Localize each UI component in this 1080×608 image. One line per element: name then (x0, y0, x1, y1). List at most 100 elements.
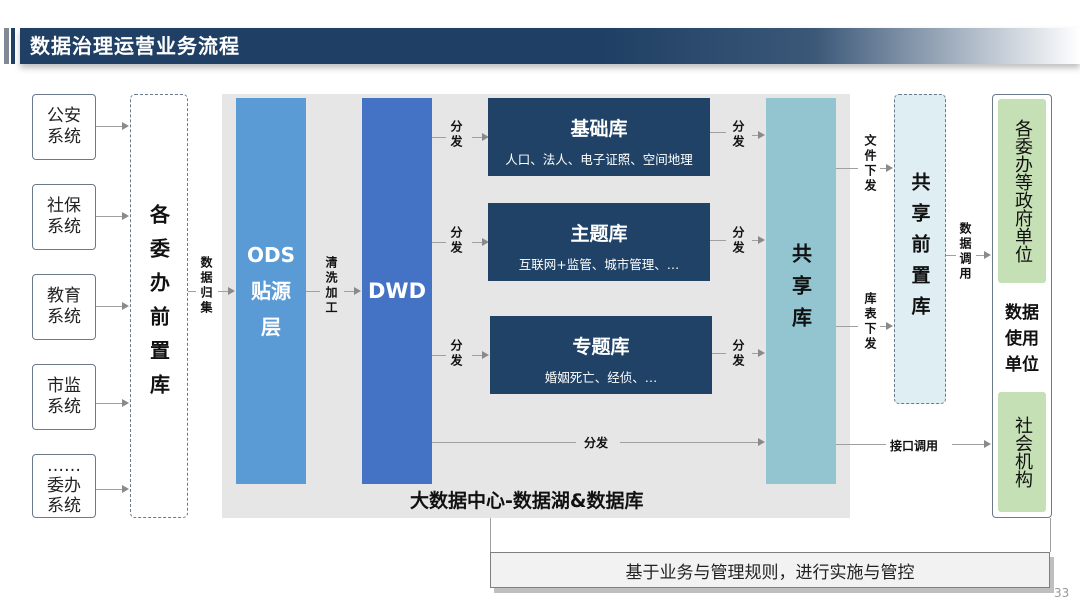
connector-line (952, 444, 984, 445)
arrow-icon (122, 122, 129, 130)
social-institutions-label: 社会机构 (1012, 416, 1033, 488)
arrow-icon (122, 212, 129, 220)
connector-line (432, 355, 446, 356)
big-data-center-label: 大数据中心-数据湖&数据库 (410, 490, 644, 512)
shared-front-library: 共享前置库 (894, 94, 946, 404)
library-title: 主题库 (570, 223, 628, 245)
header-banner (20, 28, 1080, 64)
flow-label-data-call: 数据调用 (958, 222, 972, 282)
ods-label: ODS (246, 243, 295, 267)
governance-rule-box: 基于业务与管理规则，进行实施与管控 (490, 552, 1050, 588)
connector-line (836, 444, 886, 445)
connector-line (472, 355, 482, 356)
government-units: 各委办等政府单位 (998, 99, 1046, 283)
connector-line (96, 306, 122, 307)
source-label: 教育 (47, 286, 81, 306)
shared-library-label: 共享库 (788, 243, 813, 339)
arrow-icon (758, 131, 765, 139)
connector-line (306, 291, 320, 292)
connector-line (620, 442, 758, 443)
flow-label-clean: 清洗加工 (324, 256, 338, 316)
ods-label: 层 (261, 315, 281, 339)
library-title: 专题库 (572, 336, 630, 358)
connector-line (432, 242, 446, 243)
connector-line (712, 353, 726, 354)
connector-line (344, 291, 354, 292)
social-institutions: 社会机构 (998, 392, 1046, 512)
arrow-icon (758, 349, 765, 357)
shared-front-library-label: 共享前置库 (908, 171, 931, 327)
arrow-icon (886, 322, 893, 330)
page-title: 数据治理运营业务流程 (30, 34, 240, 58)
flow-label-distribute: 分发 (449, 339, 463, 369)
government-units-label: 各委办等政府单位 (1012, 119, 1033, 263)
source-system-education: 教育系统 (32, 274, 96, 340)
header-accent-bar (11, 28, 15, 64)
users-label-line: 数据 (1005, 303, 1039, 323)
source-label: 系统 (47, 307, 81, 327)
arrow-icon (482, 351, 489, 359)
connector-line (752, 353, 758, 354)
library-special: 专题库 婚姻死亡、经侦、… (490, 316, 712, 394)
connector-line (432, 442, 576, 443)
shared-library: 共享库 (766, 98, 836, 484)
connector-line (96, 216, 122, 217)
source-system-social-security: 社保系统 (32, 184, 96, 250)
library-title: 基础库 (570, 118, 628, 140)
flow-label-distribute: 分发 (731, 339, 745, 369)
library-subtitle: 婚姻死亡、经侦、… (544, 370, 658, 385)
source-label: 系统 (47, 496, 81, 516)
dwd-label: DWD (367, 279, 427, 303)
flow-label-api-call: 接口调用 (890, 439, 939, 453)
connector-line (472, 242, 482, 243)
page-number: 33 (1054, 586, 1070, 600)
arrow-icon (122, 302, 129, 310)
connector-line (976, 255, 984, 256)
connector-line (836, 168, 858, 169)
source-system-police: 公安系统 (32, 94, 96, 160)
flow-label-distribute-direct: 分发 (584, 436, 609, 450)
arrow-icon (758, 438, 765, 446)
connector-line (710, 240, 726, 241)
source-system-other-committees: ……委办系统 (32, 454, 96, 518)
arrow-icon (482, 238, 489, 246)
front-library-text: 各委办前置库 (146, 204, 171, 408)
data-user-units-label: 数据 使用 单位 (998, 300, 1046, 378)
source-label: 社保 (47, 196, 81, 216)
arrow-icon (122, 485, 129, 493)
arrow-icon (122, 399, 129, 407)
arrow-icon (886, 164, 893, 172)
connector-line (472, 137, 482, 138)
connector-line (1050, 518, 1051, 552)
library-subtitle: 互联网+监管、城市管理、… (518, 257, 680, 272)
users-label-line: 单位 (1005, 355, 1039, 375)
connector-line (490, 518, 491, 552)
connector-line (432, 137, 446, 138)
connector-line (880, 326, 886, 327)
source-label: 委办 (47, 476, 81, 496)
connector-line (710, 132, 726, 133)
users-label-line: 使用 (1005, 329, 1039, 349)
connector-line (752, 240, 758, 241)
ods-label: 贴源 (251, 279, 291, 303)
arrow-icon (482, 133, 489, 141)
committee-front-library-label: 各委办前置库 (130, 94, 188, 518)
connector-line (836, 326, 858, 327)
connector-line (96, 489, 122, 490)
source-label: 系统 (47, 397, 81, 417)
source-label: 市监 (47, 376, 81, 396)
source-label: 系统 (47, 217, 81, 237)
connector-line (946, 255, 956, 256)
connector-line (96, 126, 122, 127)
source-label: …… (47, 456, 81, 476)
governance-rule-text: 基于业务与管理规则，进行实施与管控 (625, 562, 915, 583)
flow-label-distribute: 分发 (731, 120, 745, 150)
arrow-icon (984, 440, 991, 448)
arrow-icon (354, 287, 361, 295)
library-theme: 主题库 互联网+监管、城市管理、… (488, 203, 710, 281)
flow-label-table-issue: 库表下发 (863, 292, 877, 352)
library-basic: 基础库 人口、法人、电子证照、空间地理 (488, 98, 710, 176)
arrow-icon (758, 236, 765, 244)
source-system-market-supervision: 市监系统 (32, 364, 96, 430)
source-label: 公安 (47, 106, 81, 126)
